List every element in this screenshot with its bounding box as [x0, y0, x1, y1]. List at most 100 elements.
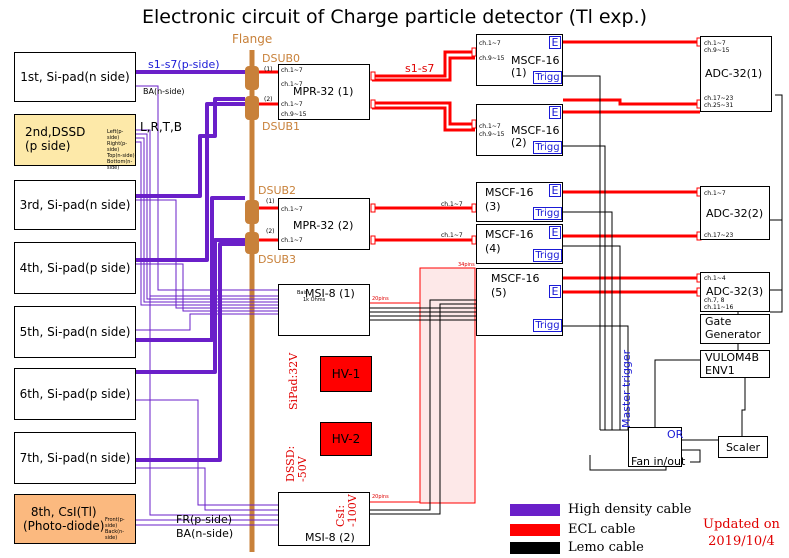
dsub-connectors — [245, 66, 259, 254]
dsub2-label: DSUB2 — [258, 184, 297, 197]
mpr1-ch1: ch.1~7 — [281, 67, 303, 74]
msi1-pins: 20pins — [372, 296, 389, 302]
ba-n-side-top-label: BA(n-side) — [143, 87, 185, 96]
mscf5-e: E — [549, 285, 561, 298]
csi-back: Back(n-side) — [105, 529, 125, 541]
mscf5-pins: 34pins — [458, 262, 475, 268]
adc3-ch-b: ch.7, 8 — [704, 297, 725, 304]
legend-swatch-ecl — [510, 524, 560, 536]
msi1-ohm: 1k Ohms — [303, 297, 326, 303]
mscf1-name: MSCF-16 (1) — [511, 54, 560, 79]
adc3-ch-a: ch.1~4 — [704, 275, 726, 282]
dssd-top: Top(n-side) — [107, 153, 135, 159]
mscf5-trigg: Trigg — [533, 319, 562, 332]
thin-purple-lines — [135, 85, 278, 526]
dsub1-label: DSUB1 — [262, 120, 301, 133]
master-trigger-label: Master trigger — [620, 349, 633, 428]
fan-in-out: OR Fan in/out — [628, 427, 686, 468]
mscf1-ch1: ch.1~7 — [479, 40, 501, 47]
hv-2: HV-2 — [320, 422, 372, 456]
vulom4b: VULOM4B ENV1 — [700, 350, 770, 378]
mscf4-name: MSCF-16 (4) — [485, 228, 534, 255]
msi1-bais: Bais — [297, 290, 308, 296]
detector-8: 8th, CsI(Tl) (Photo-diode) Front(p-side)… — [14, 494, 136, 544]
adc1-ch-d: ch.25~31 — [704, 102, 734, 109]
red-ecl-lines — [258, 40, 700, 294]
mscf16-2: ch.1~7 ch.9~15 MSCF-16 (2) E Trigg — [476, 104, 563, 156]
hv-1: HV-1 — [320, 356, 372, 392]
detector-1: 1st, Si-pad(n side) — [14, 52, 136, 102]
or-label: OR — [667, 428, 684, 441]
msi8-2: MSI-8 (2) — [278, 492, 370, 546]
csi-hv-label: CsI: -100V — [334, 494, 359, 527]
mscf2-ch1: ch.1~7 — [479, 123, 501, 130]
adc3-name: ADC-32(3) — [706, 285, 764, 298]
adc32-3: ch.1~4 ADC-32(3) ch.7, 8 ch.11~16 — [700, 272, 770, 312]
detector-3: 3rd, Si-pad(n side) — [14, 180, 136, 230]
detector-6: 6th, Si-pad(p side) — [14, 368, 136, 420]
legend-label-high-density: High density cable — [568, 502, 692, 517]
s1-s7-label: s1-s7 — [405, 62, 435, 75]
updated-date: Updated on 2019/10/4 — [703, 517, 780, 549]
diagram-title: Electronic circuit of Charge particle de… — [141, 6, 648, 28]
mpr1-name: MPR-32 (1) — [293, 85, 354, 98]
dssd-left: Left(p-side) — [107, 129, 124, 141]
mscf3-name: MSCF-16 (3) — [485, 186, 534, 213]
msi1-name: MSI-8 (1) — [305, 287, 355, 300]
adc1-ch-a: ch.1~7 — [704, 40, 726, 47]
dsub3-label: DSUB3 — [258, 253, 297, 266]
gate-generator: Gate Generator — [700, 314, 770, 344]
adc1-ch-b: ch.9~15 — [704, 47, 730, 54]
mpr32-1: ch.1~7 ch.1~7 MPR-32 (1) ch.1~7 ch.9~15 — [278, 64, 370, 120]
dssd-small-labels: Left(p-side) Right(p-side) Top(n-side) B… — [107, 129, 135, 171]
mpr2-name: MPR-32 (2) — [293, 219, 354, 232]
mpr1-ch2: ch.1~7 — [281, 81, 303, 88]
legend-label-lemo: Lemo cable — [568, 540, 644, 555]
mpr1-ch3: ch.1~7 — [281, 101, 303, 108]
lemo-lines — [370, 75, 783, 515]
adc2-ch-a: ch.1~7 — [704, 190, 726, 197]
legend-swatch-high-density — [510, 504, 560, 516]
dssd-right: Right(p-side) — [107, 141, 128, 153]
mscf4-e: E — [549, 226, 561, 239]
mscf3-e: E — [549, 184, 561, 197]
mpr2-conn1: (1) — [266, 198, 275, 205]
sipad-hv-label: SiPad:32V — [287, 352, 300, 410]
mscf1-trigg: Trigg — [533, 71, 562, 84]
mscf5-name: MSCF-16 (5) — [491, 272, 540, 299]
mscf2-name: MSCF-16 (2) — [511, 124, 560, 149]
mpr1-conn2: (2) — [264, 96, 273, 103]
mscf16-4: MSCF-16 (4) E Trigg — [476, 224, 563, 264]
detector-8-label: 8th, CsI(Tl) (Photo-diode) — [23, 505, 105, 533]
mpr2-ch2: ch.1~7 — [281, 237, 303, 244]
legend-label-ecl: ECL cable — [568, 522, 636, 537]
mscf1-ch2: ch.9~15 — [479, 55, 505, 62]
adc32-1: ch.1~7 ch.9~15 ADC-32(1) ch.17~23 ch.25~… — [700, 36, 772, 112]
mscf4-ch1: ch.1~7 — [441, 232, 463, 239]
mscf2-ch2: ch.9~15 — [479, 131, 505, 138]
detector-2-label: 2nd,DSSD (p side) — [25, 125, 86, 153]
mscf4-trigg: Trigg — [533, 249, 562, 262]
fan-label: Fan in/out — [631, 455, 686, 468]
msi2-name: MSI-8 (2) — [305, 531, 355, 544]
mpr1-ch4: ch.9~15 — [281, 111, 307, 118]
detector-5: 5th, Si-pad(n side) — [14, 306, 136, 358]
mscf16-5: MSCF-16 (5) E Trigg — [476, 268, 563, 336]
lrtb-label: L,R,T,B — [140, 120, 183, 134]
csi-front: Front(p-side) — [105, 517, 125, 529]
s1-s7-p-side-label: s1-s7(p-side) — [148, 58, 220, 71]
dssd-bottom: Bottom(n-side) — [107, 159, 133, 171]
scaler: Scaler — [718, 436, 768, 458]
detector-7: 7th, Si-pad(n side) — [14, 432, 136, 484]
detector-2: 2nd,DSSD (p side) Left(p-side) Right(p-s… — [14, 114, 136, 171]
connector-markers — [370, 37, 702, 297]
fr-p-side-label: FR(p-side) — [176, 513, 233, 526]
thick-purple-lines — [135, 70, 245, 462]
mscf3-trigg: Trigg — [533, 207, 562, 220]
flange-label: Flange — [232, 32, 273, 46]
dssd-hv-label: DSSD: -50V — [284, 445, 309, 482]
msi2-pins: 20pins — [372, 494, 389, 500]
mpr1-conn1: (1) — [264, 66, 273, 73]
